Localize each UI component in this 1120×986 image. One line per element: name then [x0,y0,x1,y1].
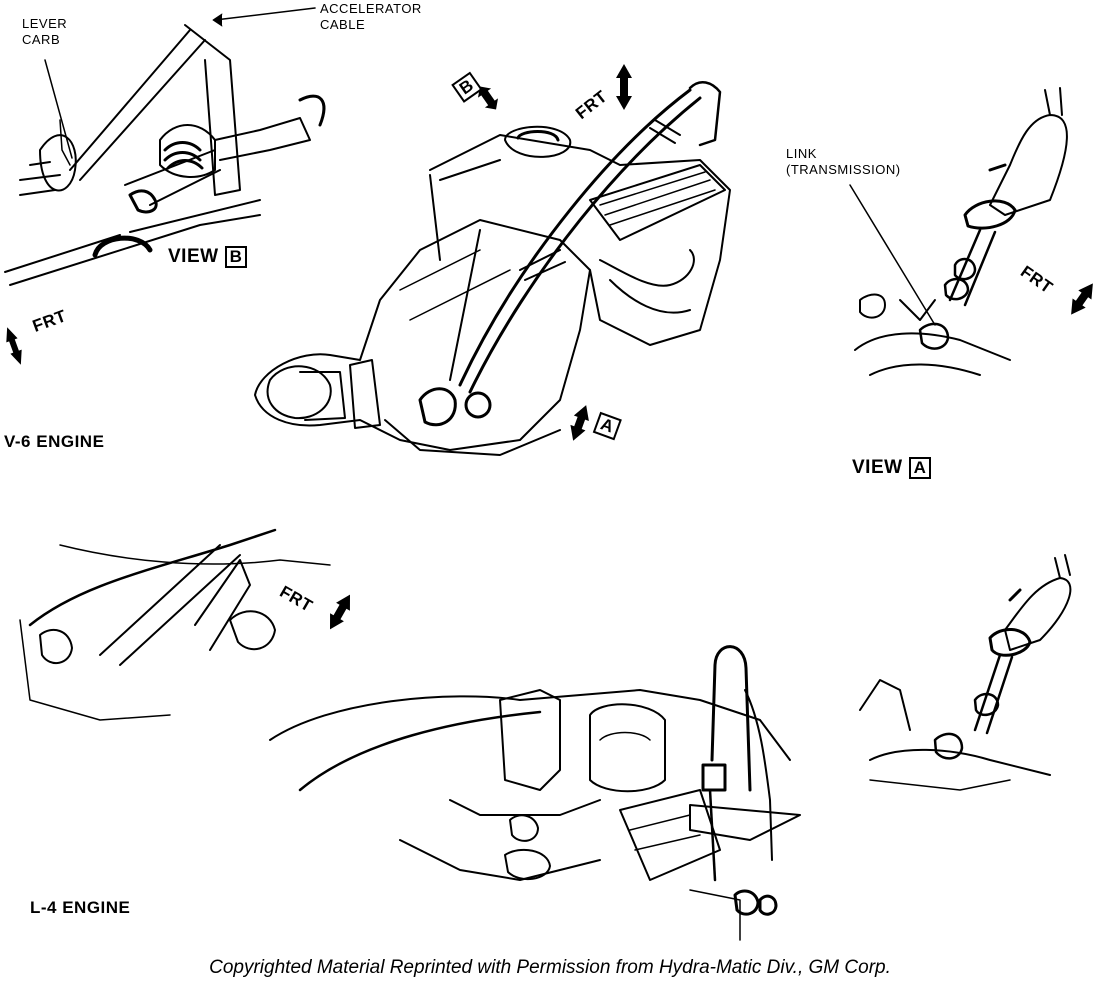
view-b-illustration [4,24,326,286]
lever-carb-line1: LEVER [22,16,68,31]
view-b-word: VIEW [168,246,219,267]
frt-arrow-lower [330,594,350,630]
badge-a-arrow [570,405,589,441]
view-a-illustration [854,87,1068,376]
view-b-letter: B [224,246,248,268]
l4-engine-label: L-4 ENGINE [30,898,131,917]
accelerator-cable-leader [214,7,316,21]
frt-arrow-right [1071,283,1093,315]
accelerator-line2: CABLE [320,17,366,32]
frt-arrow-left [6,327,22,365]
link-line1: LINK [786,146,817,161]
copyright-credit: Copyrighted Material Reprinted with Perm… [209,957,891,978]
lever-carb-leader [44,59,73,159]
view-a-letter: A [908,457,932,479]
link-transmission-label: LINK (TRANSMISSION) [786,146,901,178]
accelerator-arrow-head [212,13,223,27]
link-line2: (TRANSMISSION) [786,162,901,177]
view-a-word: VIEW [852,457,903,478]
lever-carb-label: LEVER CARB [22,16,67,48]
badge-b-arrow [478,86,498,110]
l4-engine-illustration [19,528,1072,941]
frt-arrow-top [616,64,632,110]
accelerator-cable-label: ACCELERATOR CABLE [320,1,422,33]
lever-carb-line2: CARB [22,32,61,47]
accelerator-line1: ACCELERATOR [320,1,422,16]
v6-engine-label: V-6 ENGINE [4,432,105,451]
link-transmission-leader [849,184,936,326]
v6-engine-illustration [254,80,731,456]
